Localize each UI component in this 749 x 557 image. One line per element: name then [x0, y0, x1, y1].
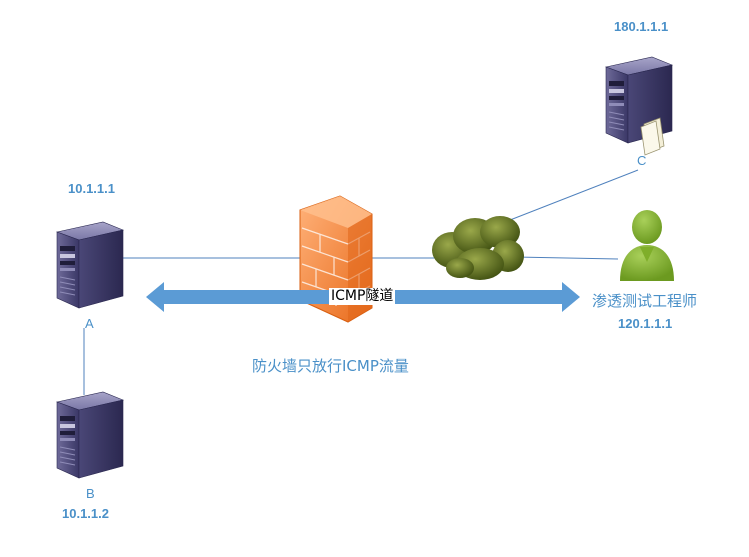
server-c-name: C	[637, 153, 647, 168]
document-icon	[640, 117, 665, 156]
server-c-ip: 180.1.1.1	[614, 19, 669, 34]
server-b-icon	[56, 391, 124, 479]
server-a-ip: 10.1.1.1	[68, 181, 115, 196]
server-a-name: A	[85, 316, 94, 331]
link-cloud-server-c	[504, 169, 639, 223]
server-a-icon	[56, 221, 124, 309]
pentester-title: 渗透测试工程师	[592, 292, 698, 310]
pentester-ip: 120.1.1.1	[618, 316, 673, 331]
link-cloud-pentester	[514, 256, 619, 260]
diagram-caption: 防火墙只放行ICMP流量	[252, 357, 409, 375]
cloud-icon	[432, 216, 524, 280]
server-b-ip: 10.1.1.2	[62, 506, 109, 521]
person-icon	[620, 210, 674, 281]
server-b-name: B	[86, 486, 95, 501]
tunnel-label: ICMP隧道	[329, 288, 396, 305]
